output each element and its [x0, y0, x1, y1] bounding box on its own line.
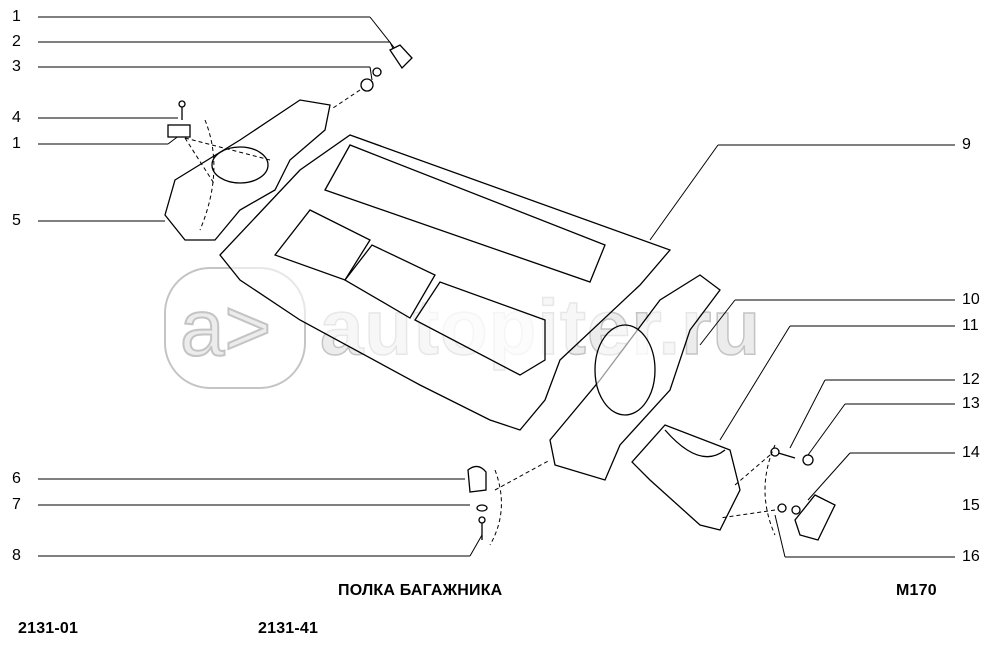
callout-4: 4: [12, 109, 21, 126]
side-trim-right: [549, 274, 721, 481]
callout-1b: 1: [12, 135, 21, 152]
diagram-code: М170: [896, 582, 937, 599]
callout-1: 1: [12, 8, 21, 25]
callout-2: 2: [12, 33, 21, 50]
fasteners: [167, 44, 836, 541]
callout-9: 9: [962, 136, 971, 153]
callout-16: 16: [962, 548, 980, 565]
callout-15: 15: [962, 497, 980, 514]
callout-5: 5: [12, 212, 21, 229]
model-code: 2131-41: [258, 620, 319, 637]
speaker-bracket: [631, 424, 741, 531]
callout-11: 11: [962, 317, 979, 334]
leader-lines: [38, 16, 955, 558]
callout-10: 10: [962, 291, 980, 308]
callout-13: 13: [962, 395, 980, 412]
callout-6: 6: [12, 470, 21, 487]
parcel-shelf: [219, 134, 672, 431]
model-code: 2131-01: [18, 620, 79, 637]
bracket-15: [794, 494, 836, 541]
svg-text:a>: a>: [180, 283, 271, 372]
clip-6: [467, 465, 487, 493]
clip-1: [389, 44, 413, 70]
watermark-logo: a>: [164, 267, 306, 389]
diagram-title: ПОЛКА БАГАЖНИКА: [338, 582, 503, 599]
callout-3: 3: [12, 58, 21, 75]
callout-8: 8: [12, 547, 21, 564]
callout-14: 14: [962, 444, 980, 461]
callout-12: 12: [962, 371, 980, 388]
callout-7: 7: [12, 496, 21, 513]
